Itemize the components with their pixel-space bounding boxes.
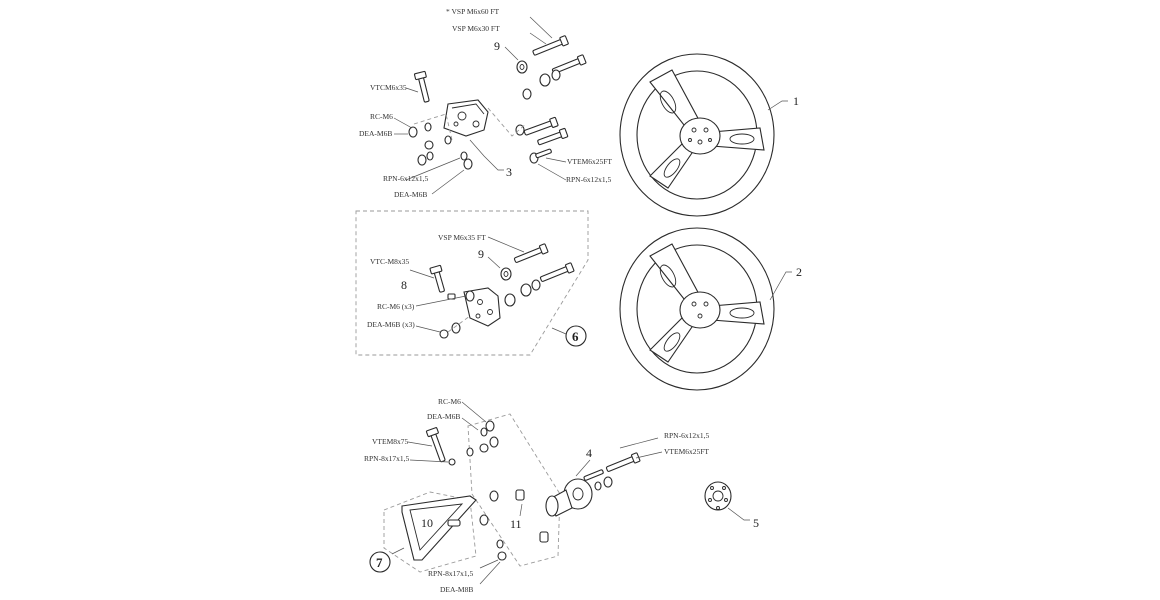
label-item-3: 3 xyxy=(506,165,512,179)
label-vtem6x25-top: VTEM6x25FT xyxy=(567,157,612,166)
assembly-6-group xyxy=(355,210,589,356)
label-item-4: 4 xyxy=(586,446,592,460)
label-item-9-top: 9 xyxy=(494,39,500,53)
label-rc-m6-x3: RC-M6 (x3) xyxy=(377,302,415,311)
label-rpn-8x17-bottom: RPN-8x17x1,5 xyxy=(428,569,473,578)
label-dea-m6b-x3: DEA-M6B (x3) xyxy=(367,320,415,329)
label-item-8: 8 xyxy=(401,278,407,292)
steering-wheel-2 xyxy=(619,227,792,391)
label-vtem8x75: VTEM8x75 xyxy=(372,437,408,446)
label-item-5: 5 xyxy=(753,516,759,530)
label-rpn-6x12-top-left: RPN-6x12x1,5 xyxy=(383,174,428,183)
label-rpn-8x17-top: RPN-8x17x1,5 xyxy=(364,454,409,463)
label-item-11: 11 xyxy=(510,517,522,531)
label-item-1: 1 xyxy=(793,94,799,108)
label-dea-m6b-top-bottom: DEA-M6B xyxy=(394,190,427,199)
label-dea-m6b-bottom: DEA-M6B xyxy=(427,412,460,421)
hub-item-5 xyxy=(704,481,750,521)
label-vtem6x25-bottom: VTEM6x25FT xyxy=(664,447,709,456)
label-item-10: 10 xyxy=(421,516,433,530)
label-vsp-m6x35: VSP M6x35 FT xyxy=(438,233,486,242)
label-dea-m8b: DEA-M8B xyxy=(440,585,473,594)
label-rpn-6x12-bottom: RPN-6x12x1,5 xyxy=(664,431,709,440)
label-vsp-m6x30: VSP M6x30 FT xyxy=(452,24,500,33)
label-rc-m6-top: RC-M6 xyxy=(370,112,393,121)
label-rpn-6x12-top-right: RPN-6x12x1,5 xyxy=(566,175,611,184)
label-rc-m6-bottom: RC-M6 xyxy=(438,397,461,406)
steering-wheel-1 xyxy=(619,53,788,217)
label-item-7: 7 xyxy=(376,555,383,570)
label-item-9-mid: 9 xyxy=(478,247,484,261)
label-dea-m6b-top: DEA-M6B xyxy=(359,129,392,138)
assembly-7-group xyxy=(369,401,663,585)
label-vtcm6x35: VTCM6x35 xyxy=(370,83,407,92)
top-hardware-group xyxy=(393,16,587,195)
label-vtc-m8x35: VTC-M8x35 xyxy=(370,257,409,266)
label-vsp-m6x60: * VSP M6x60 FT xyxy=(446,7,500,16)
label-item-2: 2 xyxy=(796,265,802,279)
label-item-6: 6 xyxy=(572,329,579,344)
